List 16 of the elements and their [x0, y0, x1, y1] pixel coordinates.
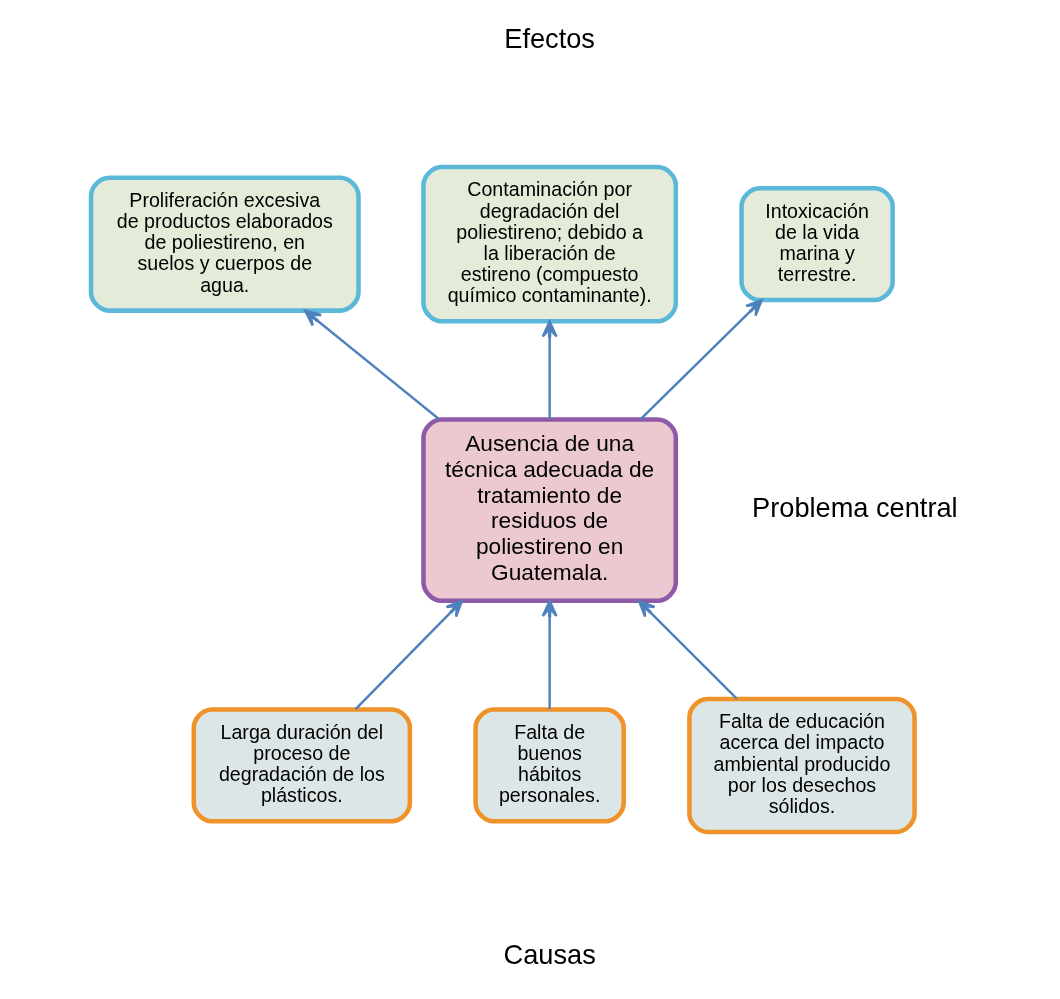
label: Causas [503, 938, 596, 970]
node-box: Falta de buenos hábitos personales. [473, 707, 626, 824]
label: Problema central [752, 491, 958, 523]
arrow [541, 599, 558, 710]
arrow [541, 320, 558, 419]
arrow [640, 298, 763, 420]
node-box: Larga duración del proceso de degradación de los plásticos. [191, 707, 413, 824]
node-box: Contaminación por degradación del poliestireno; debido a la liberación de estireno (compuesto químico contaminante). [421, 164, 679, 324]
arrow [303, 309, 440, 421]
node-box: Intoxicación de la vida marina y terrestre. [739, 185, 895, 303]
node-box: Proliferación excesiva de productos elaborados de poliestireno, en suelos y cuerpos de agua. [88, 175, 361, 313]
node-box: Ausencia de una técnica adecuada de tratamiento de residuos de poliestireno en Guatemala. [421, 417, 679, 603]
arrow [354, 599, 464, 710]
label: Efectos [504, 23, 595, 55]
arrow [637, 599, 738, 700]
node-box: Falta de educación acerca del impacto ambiental producido por los desechos sólidos. [687, 696, 917, 835]
